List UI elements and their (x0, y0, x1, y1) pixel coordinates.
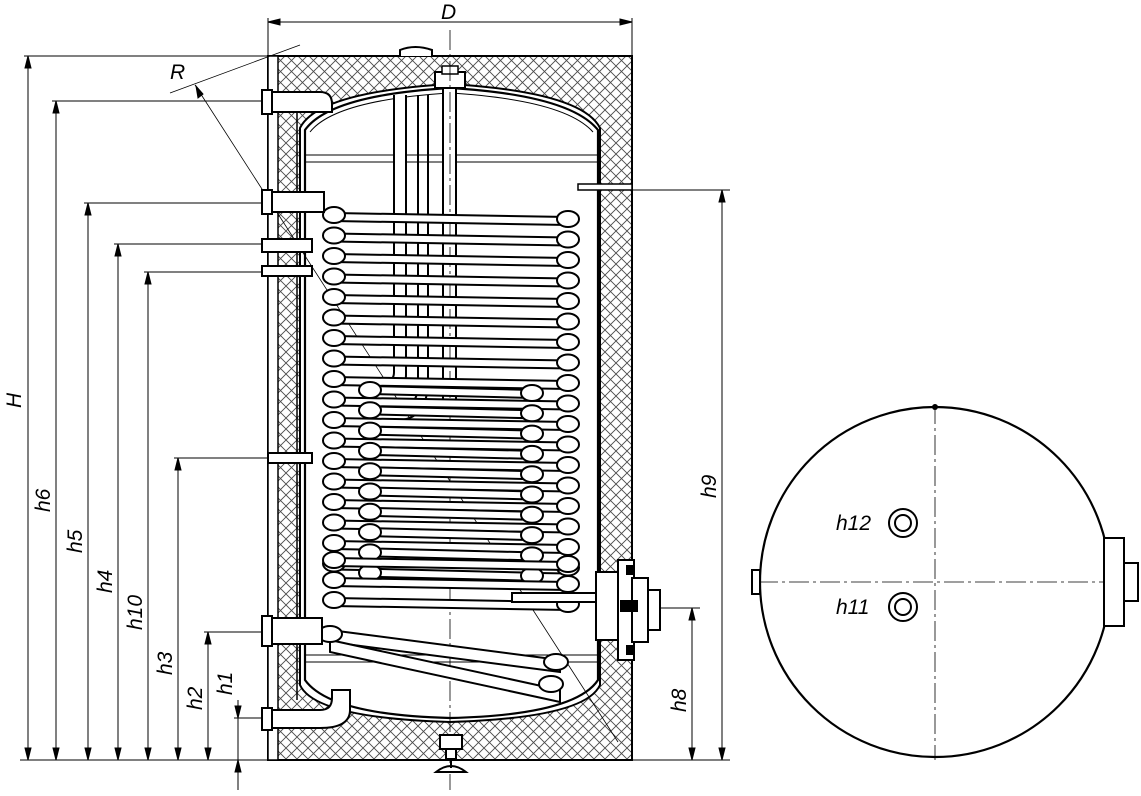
coil-end (322, 288, 346, 306)
coil-end (322, 247, 346, 265)
coil-end (322, 390, 346, 409)
label-h9: h9 (698, 474, 721, 498)
coil-end (556, 271, 580, 290)
coil-end (556, 476, 580, 495)
coil-end (520, 424, 544, 443)
service-flange (511, 559, 661, 661)
top-flange (399, 46, 433, 56)
coil-end (322, 349, 346, 368)
coil-end (556, 312, 580, 331)
coil-end (556, 517, 580, 536)
coil-end (322, 226, 346, 245)
coil-end (556, 555, 580, 573)
label-h3: h3 (154, 651, 177, 675)
lower-coil (317, 625, 569, 704)
coil-end (322, 308, 346, 327)
top-view: h12 h11 (751, 404, 1139, 760)
coil-end (322, 472, 346, 491)
coil-end (358, 401, 382, 420)
label-h11: h11 (836, 596, 869, 619)
coil-end (322, 493, 346, 511)
coil-end (322, 513, 346, 532)
coil-end (520, 505, 544, 524)
label-R: R (170, 61, 185, 84)
coil-end (520, 485, 544, 504)
coil-end (358, 441, 382, 460)
coil-end (322, 411, 346, 429)
coil-end (322, 431, 346, 450)
label-h5: h5 (64, 529, 87, 553)
dimension-labels: D R H h6 h5 h4 h10 h3 h2 h1 h9 h8 (3, 1, 721, 712)
coil-end (556, 575, 580, 593)
left-nozzles (261, 89, 351, 731)
coil-end (556, 394, 580, 413)
coil-end (556, 435, 580, 454)
label-D: D (441, 1, 456, 24)
coil-end (322, 370, 346, 388)
coil-end (556, 292, 580, 310)
label-h6: h6 (32, 488, 55, 512)
coil-end (358, 523, 382, 542)
coil-end (322, 267, 346, 286)
coil-end (358, 482, 382, 501)
coil-end (358, 421, 382, 440)
label-h2: h2 (184, 686, 207, 710)
coil-end (322, 206, 346, 224)
coil-end (322, 571, 346, 589)
coil-end (556, 333, 580, 351)
coil-end (358, 462, 382, 481)
label-h10: h10 (124, 595, 147, 630)
coil-end (358, 502, 382, 521)
coil-end (556, 456, 580, 474)
coil-end (520, 526, 544, 545)
dimension-lines (24, 18, 730, 790)
label-h4: h4 (94, 570, 117, 593)
side-view (20, 30, 730, 790)
coil-end (556, 538, 580, 556)
label-H: H (3, 392, 26, 408)
sensor-sleeve (577, 183, 633, 191)
top-view-flange (1103, 537, 1125, 627)
coil-end (322, 534, 346, 552)
h12-nozzle (888, 508, 918, 538)
coil-end (556, 210, 580, 228)
coil-end (322, 329, 346, 347)
coil-end (520, 465, 544, 484)
coil-end (556, 374, 580, 392)
coil-end (358, 381, 382, 399)
coil-end (322, 452, 346, 470)
label-h8: h8 (668, 688, 691, 712)
coil-end (556, 497, 580, 515)
coil-end (556, 353, 580, 372)
coil-end (520, 444, 544, 463)
coil-end (322, 551, 346, 569)
coil-end (520, 404, 544, 423)
label-h12: h12 (836, 512, 871, 535)
bottom-drain (433, 734, 469, 773)
h11-nozzle (888, 592, 918, 622)
coil-end (520, 384, 544, 402)
coil-end (556, 251, 580, 269)
label-h1: h1 (214, 672, 237, 695)
coil-end (322, 591, 346, 609)
coil-end (556, 415, 580, 433)
heat-exchanger-coils (322, 206, 580, 613)
coil-end (556, 230, 580, 249)
